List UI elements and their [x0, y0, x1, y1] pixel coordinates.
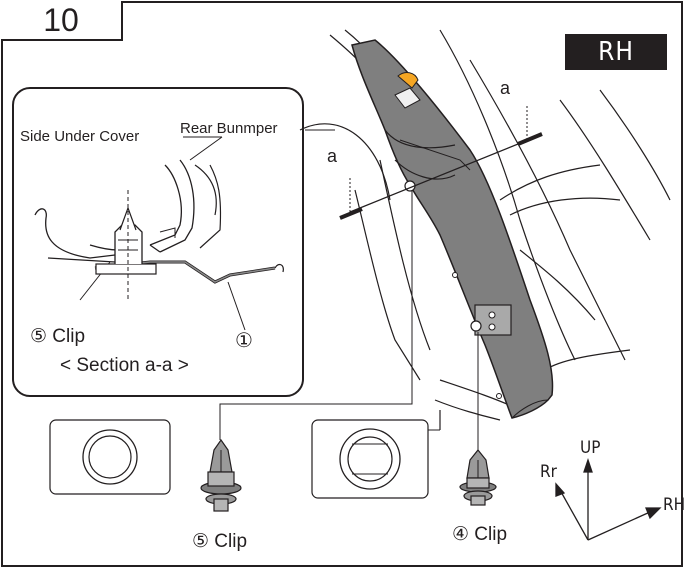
label-section-clip: ⑤ Clip [30, 326, 86, 347]
direction-up-label: UP [580, 438, 601, 458]
direction-arrows [555, 457, 662, 541]
side-under-cover-part [351, 39, 554, 419]
clip-4-drawing [459, 449, 497, 506]
step-number: 10 [1, 1, 123, 41]
clip-4-label: ④ Clip [452, 524, 508, 545]
direction-rear-label: Rr [540, 462, 557, 482]
section-caption: < Section a-a > [60, 355, 189, 376]
leader-lines [79, 129, 479, 450]
clip-detail-boxes [49, 419, 440, 499]
clip-5-drawing [200, 438, 242, 512]
section-detail-drawing [34, 159, 284, 300]
label-part-number: ① [235, 330, 253, 352]
label-rear-bumper: Rear Bunmper [180, 120, 278, 137]
label-side-under-cover: Side Under Cover [20, 128, 140, 145]
section-cut-line [339, 106, 543, 220]
side-badge: RH [565, 34, 667, 70]
section-marker-right: a [500, 78, 511, 98]
section-view-panel [12, 87, 304, 397]
clip-5-label: ⑤ Clip [192, 531, 248, 552]
section-marker-left: a [327, 146, 338, 166]
direction-rh-label: RH [663, 495, 686, 515]
